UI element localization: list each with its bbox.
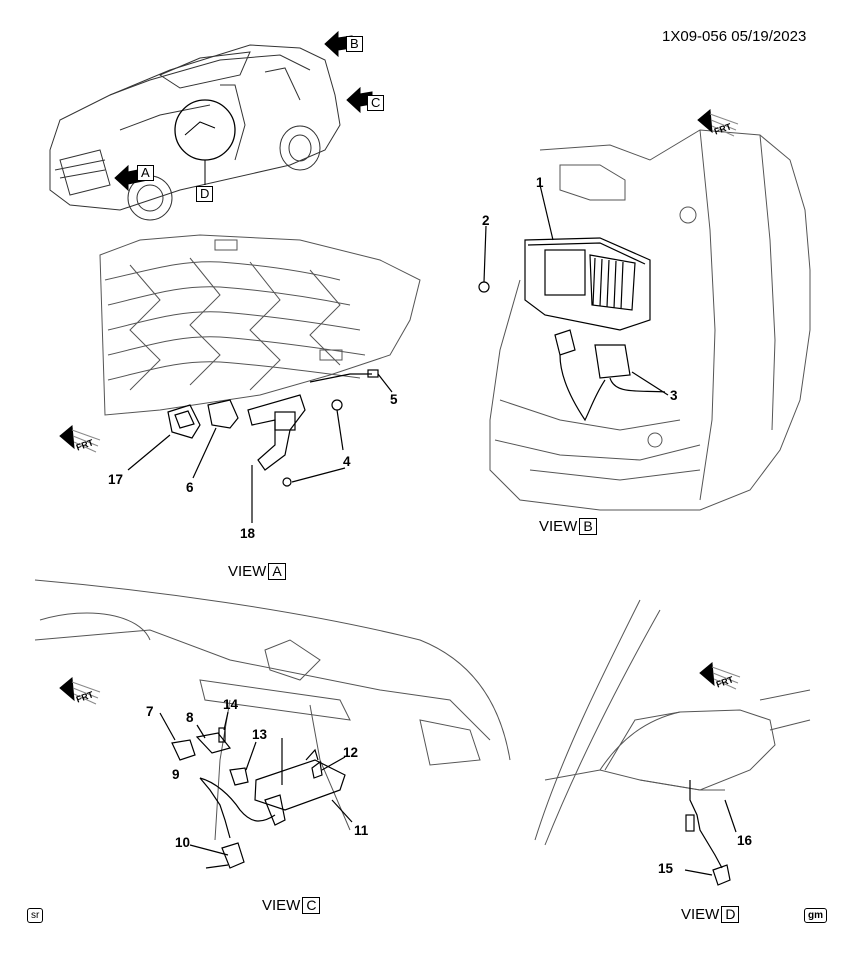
- view-b-artwork: [489, 129, 811, 511]
- view-c-artwork: [34, 579, 511, 841]
- frt-arrows: [59, 109, 715, 702]
- view-a-artwork: [99, 234, 421, 416]
- callout-5: 5: [390, 392, 398, 407]
- view-b-parts: [478, 184, 669, 422]
- overview-letter-a: A: [137, 165, 154, 181]
- view-c-letter: C: [302, 897, 321, 914]
- callout-12: 12: [343, 745, 359, 760]
- callout-14: 14: [223, 697, 239, 712]
- view-b-text: VIEW: [539, 518, 578, 535]
- diagram-reference: 1X09-056 05/19/2023: [662, 28, 807, 45]
- view-a-letter: A: [268, 563, 286, 580]
- view-a-text: VIEW: [228, 563, 267, 580]
- overview-letter-d: D: [196, 186, 214, 202]
- view-d-letter: D: [721, 906, 740, 923]
- callout-3: 3: [670, 388, 678, 403]
- view-d-artwork: [534, 599, 811, 846]
- callout-6: 6: [186, 480, 194, 495]
- callout-4: 4: [343, 454, 351, 469]
- frt-shafts: [71, 113, 741, 705]
- view-c-parts: [159, 711, 353, 869]
- callout-15: 15: [658, 861, 674, 876]
- callout-9: 9: [172, 767, 180, 782]
- callout-8: 8: [186, 710, 194, 725]
- overview-letter-b: B: [346, 36, 363, 52]
- callout-16: 16: [737, 833, 753, 848]
- callout-7: 7: [146, 704, 154, 719]
- callout-1: 1: [536, 175, 544, 190]
- view-c-text: VIEW: [262, 897, 301, 914]
- view-b-letter: B: [579, 518, 597, 535]
- gm-logo: gm: [804, 908, 827, 923]
- callout-11: 11: [354, 823, 369, 838]
- view-d-parts: [684, 780, 737, 886]
- vehicle-overview: [49, 44, 341, 221]
- callout-17: 17: [108, 472, 124, 487]
- overview-letter-c: C: [367, 95, 385, 111]
- view-a-parts: [127, 369, 393, 523]
- callout-2: 2: [482, 213, 490, 228]
- callout-18: 18: [240, 526, 256, 541]
- callout-10: 10: [175, 835, 191, 850]
- callout-13: 13: [252, 727, 268, 742]
- sr-badge: sr: [27, 908, 44, 923]
- view-d-text: VIEW: [681, 906, 720, 923]
